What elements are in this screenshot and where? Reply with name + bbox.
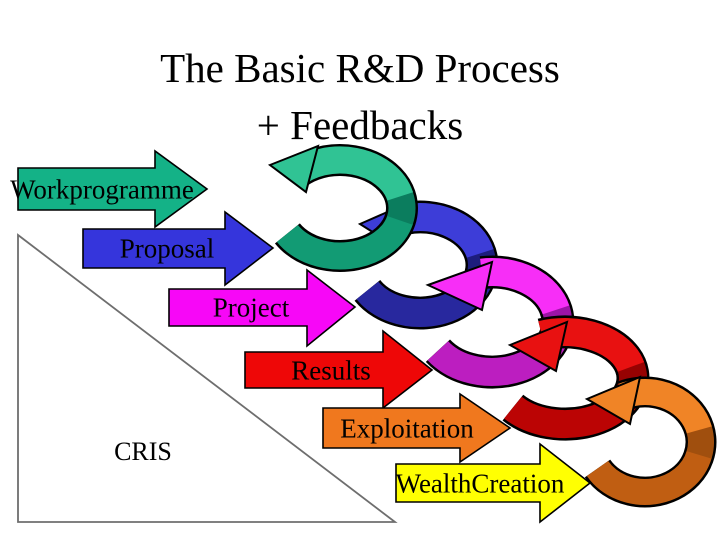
wealthcreation-label: WealthCreation bbox=[395, 468, 565, 499]
process-arrows bbox=[17, 149, 592, 524]
process-arrow-results bbox=[244, 329, 434, 410]
slide-title: The Basic R&D Process + Feedbacks bbox=[0, 40, 720, 153]
workprogramme-feedback-arrowhead-icon bbox=[267, 144, 320, 194]
cris-triangle-group bbox=[17, 233, 398, 523]
workprogramme-label: Workprogramme bbox=[10, 174, 194, 205]
ribbon-upper-band bbox=[480, 258, 570, 316]
results-feedback-arrowhead-icon bbox=[507, 320, 569, 373]
proposal-label: Proposal bbox=[119, 233, 215, 264]
results-label: Results bbox=[291, 355, 371, 386]
process-arrow-proposal bbox=[82, 210, 275, 287]
exploitation-feedback-arrowhead-icon bbox=[584, 375, 642, 426]
exploitation-label: Exploitation bbox=[340, 413, 474, 444]
ribbon-fold bbox=[686, 425, 714, 459]
project-label: Project bbox=[212, 292, 290, 323]
ribbon-lower-band bbox=[276, 214, 414, 270]
process-arrow-exploitation bbox=[322, 392, 512, 464]
ribbon-upper-band bbox=[403, 202, 494, 259]
title-line-2: + Feedbacks bbox=[256, 101, 464, 148]
ribbon-fold bbox=[386, 191, 416, 225]
feedback-arrow-workprogramme bbox=[267, 144, 418, 272]
cris-triangle-outline bbox=[17, 233, 398, 523]
process-arrow-workprogramme bbox=[17, 149, 209, 229]
feedback-arrow-exploitation bbox=[584, 375, 717, 508]
cris-label: CRIS bbox=[114, 437, 172, 466]
process-arrow-project bbox=[168, 268, 357, 348]
ribbon-lower-band bbox=[586, 449, 712, 505]
title-line-1: The Basic R&D Process bbox=[160, 45, 560, 91]
process-arrow-wealthcreation bbox=[395, 442, 592, 524]
feedback-ribbons bbox=[267, 144, 717, 508]
project-feedback-arrowhead-icon bbox=[425, 260, 494, 312]
